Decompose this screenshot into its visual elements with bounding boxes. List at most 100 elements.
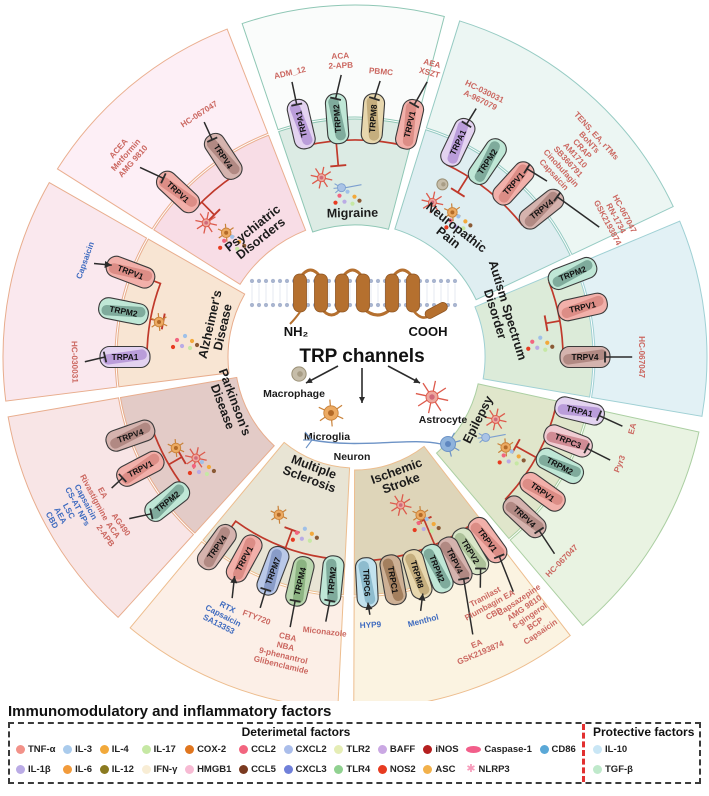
- channel-TRPM2: TRPM2: [420, 543, 454, 594]
- channel-TRPV1: TRPV1: [105, 255, 156, 289]
- factor-label: IL-4: [111, 743, 129, 755]
- channel-TRPV1: TRPV1: [395, 98, 425, 150]
- disease-label-migraine: Migraine: [327, 206, 379, 221]
- factor-dot-icon: [423, 765, 433, 775]
- inhibit-tbar: [291, 102, 303, 107]
- inhibition-tbar: [450, 187, 466, 198]
- inhibit-tbar: [160, 172, 167, 184]
- inhibit-tbar: [408, 101, 420, 109]
- sector-inner-ring: [394, 129, 571, 301]
- inhibition-tbar: [176, 449, 187, 465]
- factor-label: ASC: [435, 764, 456, 776]
- inhibit-connector: [139, 166, 164, 179]
- inhibit-connector: [538, 530, 556, 555]
- drug-label: PBMC: [369, 66, 394, 77]
- inhibit-connector: [111, 477, 124, 489]
- sector-neuropathic-pain: [394, 20, 674, 301]
- factor-star-icon: ✱: [466, 763, 476, 776]
- factor-label: TLR4: [346, 764, 371, 776]
- microglia-icon: [412, 506, 430, 525]
- inhibit-connector: [462, 578, 474, 635]
- factor-dot-icon: [377, 765, 387, 775]
- factor-label: CXCL3: [295, 764, 327, 776]
- microglia-icon: [318, 399, 344, 427]
- legend-item-TGF-β: TGF-β: [593, 764, 695, 775]
- factor-dot-icon: [99, 744, 109, 754]
- factor-label: IFN-γ: [153, 764, 178, 776]
- channel-TRPV1: TRPV1: [116, 450, 165, 487]
- macrophage-icon: [436, 178, 449, 191]
- inhibit-tbar: [330, 96, 342, 101]
- legend-item-IL-10: IL-10: [593, 744, 695, 755]
- factor-label: TNF-α: [28, 743, 56, 755]
- channel-TRPV4: TRPV4: [502, 495, 547, 539]
- factor-label: COX-2: [197, 743, 227, 755]
- factor-dot-icon: [239, 765, 249, 775]
- inhibit-connector: [526, 168, 548, 182]
- sector-outer-ring: [241, 4, 445, 131]
- factor-label: HMGB1: [197, 764, 232, 776]
- factor-dot-icon: [283, 744, 293, 754]
- inhibit-connector: [129, 513, 152, 520]
- inhibit-connector: [498, 555, 514, 592]
- legend-item-IFN-γ: IFN-γ: [141, 764, 178, 776]
- factor-dot-icon: [185, 744, 195, 754]
- legend-item-CXCL2: CXCL2: [283, 744, 327, 755]
- inhibition-tbar: [543, 315, 549, 332]
- legend-item-IL-12: IL-12: [99, 764, 134, 775]
- legend-item-COX-2: COX-2: [185, 744, 231, 755]
- inhibit-tbar: [534, 526, 545, 535]
- factor-dot-icon: [16, 744, 25, 754]
- neuron-icon: [477, 432, 506, 443]
- drug-label: EA: [626, 422, 638, 435]
- inhibit-tbar: [102, 351, 108, 363]
- factor-dot-icon: [377, 744, 387, 754]
- microglia-icon: [167, 438, 185, 458]
- neuron-icon: [333, 183, 362, 194]
- sector-content-ischemic-stroke: IschemicStrokeTRPV1TRPV2TRPV4TRPM2TRPM8T…: [354, 455, 559, 666]
- inhibit-tbar: [149, 508, 154, 520]
- astrocyte-icon: [415, 380, 449, 414]
- legend-item-NLRP3: ✱NLRP3: [466, 763, 532, 776]
- svg-text:TRPA1: TRPA1: [112, 352, 139, 362]
- inhibit-tbar: [458, 577, 470, 581]
- channel-TRPV4: TRPV4: [105, 419, 156, 452]
- channel-TRPM7: TRPM7: [256, 545, 290, 596]
- sector-outer-ring: [575, 220, 708, 417]
- activate-arrowhead: [104, 261, 112, 268]
- astrocyte-icon: [421, 191, 444, 214]
- svg-text:TRPC1: TRPC1: [386, 565, 401, 594]
- factor-dots-icon: [170, 333, 200, 351]
- legend-title: Immunomodulatory and inflammatory factor…: [8, 703, 332, 720]
- immune-factors-legend: Immunomodulatory and inflammatory factor…: [0, 701, 709, 784]
- astrocyte-icon: [389, 494, 412, 516]
- factor-dot-icon: [141, 744, 151, 754]
- svg-text:TRPM8: TRPM8: [367, 104, 379, 133]
- membrane-icon: [249, 268, 458, 325]
- inhibit-connector: [334, 74, 342, 99]
- microglia-icon: [443, 203, 461, 222]
- inhibit-tbar: [118, 473, 127, 483]
- channel-TRPV1: TRPV1: [557, 292, 608, 322]
- channel-TRPM2: TRPM2: [98, 297, 149, 326]
- legend-item-HMGB1: HMGB1: [185, 764, 231, 775]
- legend-item-BAFF: BAFF: [377, 744, 416, 755]
- inhibit-connector: [465, 108, 477, 125]
- factor-dot-icon: [239, 744, 249, 754]
- factor-dot-icon: [63, 765, 73, 775]
- legend-item-Caspase-1: Caspase-1: [466, 744, 532, 755]
- inhibit-tbar: [553, 191, 562, 202]
- svg-text:TRPC6: TRPC6: [361, 569, 372, 597]
- macrophage-label: Macrophage: [263, 388, 325, 400]
- neuron-icon: [303, 431, 461, 457]
- factor-dot-icon: [141, 765, 151, 775]
- factor-dots-icon: [444, 214, 473, 231]
- inhibit-connector: [586, 447, 611, 461]
- channel-TRPM8: TRPM8: [360, 93, 386, 145]
- channel-TRPC6: TRPC6: [354, 557, 379, 609]
- legend-item-ASC: ASC: [423, 764, 458, 775]
